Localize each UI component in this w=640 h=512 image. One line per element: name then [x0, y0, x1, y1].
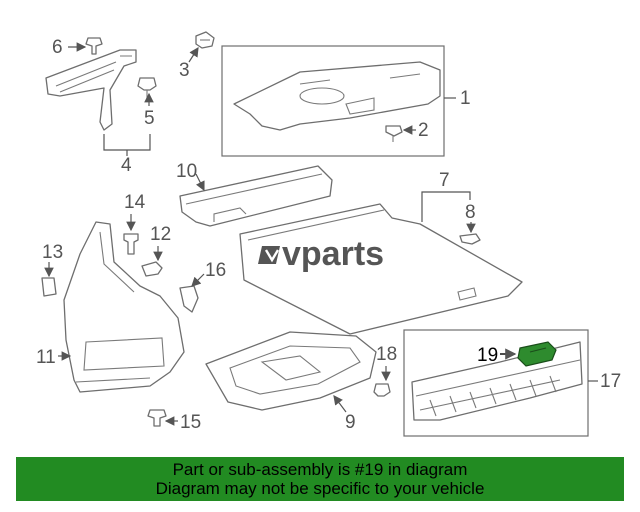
part-18-clip[interactable]: [373, 383, 391, 397]
banner-line-2: Diagram may not be specific to your vehi…: [155, 479, 485, 498]
callout-7[interactable]: 7: [439, 170, 450, 191]
leader-10: [195, 173, 205, 192]
part-4-trim-bracket[interactable]: [45, 49, 137, 131]
banner-line-1: Part or sub-assembly is #19 in diagram: [172, 460, 468, 479]
leader-9: [333, 395, 347, 413]
callout-10[interactable]: 10: [176, 161, 197, 182]
part-15-clip[interactable]: [147, 409, 167, 427]
part-9-tray[interactable]: [205, 331, 377, 411]
part-6-clip[interactable]: [85, 37, 103, 55]
callout-11[interactable]: 11: [36, 347, 56, 368]
part-13-clip[interactable]: [41, 277, 57, 297]
callout-15[interactable]: 15: [180, 412, 201, 433]
callout-2[interactable]: 2: [418, 120, 429, 141]
part-1-tray-trim[interactable]: [233, 61, 441, 131]
part-2-clip[interactable]: [385, 125, 403, 142]
callout-8[interactable]: 8: [465, 202, 476, 223]
callout-6[interactable]: 6: [52, 37, 63, 58]
callout-1[interactable]: 1: [460, 88, 471, 109]
part-14-bolt[interactable]: [123, 233, 139, 255]
part-7-deck-board[interactable]: [239, 203, 523, 335]
callout-14[interactable]: 14: [124, 192, 146, 213]
leader-4-bracket: [103, 134, 151, 151]
watermark-text: vparts: [282, 235, 384, 273]
callout-19[interactable]: 19: [477, 345, 498, 366]
part-3-bolt[interactable]: [195, 31, 215, 49]
callout-3[interactable]: 3: [179, 60, 190, 81]
watermark-logo: vparts: [258, 235, 384, 273]
parts-diagram: 6 5 4 3 2 1 10 7: [36, 31, 621, 437]
callout-9[interactable]: 9: [345, 412, 356, 433]
part-5-clip[interactable]: [137, 77, 157, 98]
info-banner: Part or sub-assembly is #19 in diagram D…: [16, 457, 624, 501]
leader-7-bracket: [421, 191, 471, 222]
callout-4[interactable]: 4: [121, 155, 132, 176]
callout-17[interactable]: 17: [600, 371, 621, 392]
callout-12[interactable]: 12: [150, 224, 171, 245]
part-11-side-trim[interactable]: [63, 221, 185, 393]
leader-16: [191, 273, 205, 287]
part-16-hook[interactable]: [179, 285, 199, 313]
callout-18[interactable]: 18: [376, 344, 397, 365]
part-10-cover[interactable]: [179, 165, 333, 227]
leader-3: [188, 46, 199, 63]
part-8-clip[interactable]: [459, 233, 481, 245]
part-12-screw[interactable]: [141, 261, 163, 277]
part-19-highlighted[interactable]: [517, 341, 557, 367]
callout-16[interactable]: 16: [205, 260, 226, 281]
callout-5[interactable]: 5: [144, 108, 155, 129]
callout-13[interactable]: 13: [42, 242, 63, 263]
